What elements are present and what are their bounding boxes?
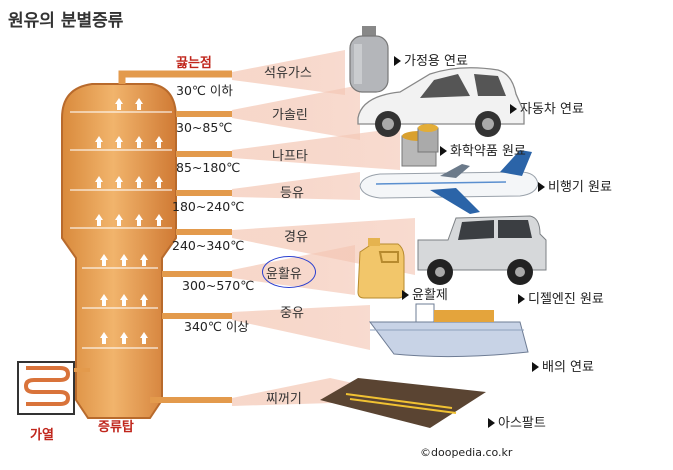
gas-cylinder-image [349,26,389,93]
arrow-icon [532,362,539,372]
tower-label: 증류탑 [98,420,134,435]
arrow-icon [394,56,401,66]
use-label: 디젤엔진 원료 [518,288,604,307]
fraction-name: 중유 [280,306,304,321]
handwritten-circle [262,256,316,288]
use-label: 윤활제 [402,284,448,303]
use-label: 화학약품 원료 [440,140,526,159]
use-label: 비행기 원료 [538,176,612,195]
arrow-icon [402,290,409,300]
fraction-name: 경유 [284,230,308,245]
fraction-name: 찌꺼기 [266,392,302,407]
temp-label: 85~180℃ [176,160,241,175]
temp-label: 340℃ 이상 [184,319,249,334]
ship-image [369,303,529,358]
fraction-name: 나프타 [272,149,308,164]
pickup-truck-image [417,215,547,285]
temp-label: 30~85℃ [176,120,233,135]
temp-label: 30℃ 이하 [176,83,233,98]
arrow-icon [538,182,545,192]
arrow-icon [440,146,447,156]
use-label: 자동차 연료 [510,98,584,117]
heater-label: 가열 [30,428,54,443]
use-label: 가정용 연료 [394,50,468,69]
arrow-icon [488,418,495,428]
arrow-icon [518,294,525,304]
heater-coil [17,361,90,415]
use-label: 아스팔트 [488,412,546,431]
fraction-name: 석유가스 [264,66,312,81]
fraction-name: 윤활유 [266,267,302,282]
arrow-icon [510,104,517,114]
car-image [357,67,525,137]
fraction-name: 가솔린 [272,108,308,123]
temp-label: 240~340℃ [172,238,245,253]
boiling-point-header: 끓는점 [176,56,212,71]
fraction-name: 등유 [280,186,304,201]
temp-label: 180~240℃ [172,199,245,214]
use-label: 배의 연료 [532,356,594,375]
airplane-image [359,150,539,214]
temp-label: 300~570℃ [182,278,255,293]
distillation-tower [61,70,232,419]
chemical-drum-image [401,124,439,167]
asphalt-image [320,378,486,428]
credit-text: ©doopedia.co.kr [420,446,513,459]
diagram-title: 원유의 분별증류 [8,11,124,31]
